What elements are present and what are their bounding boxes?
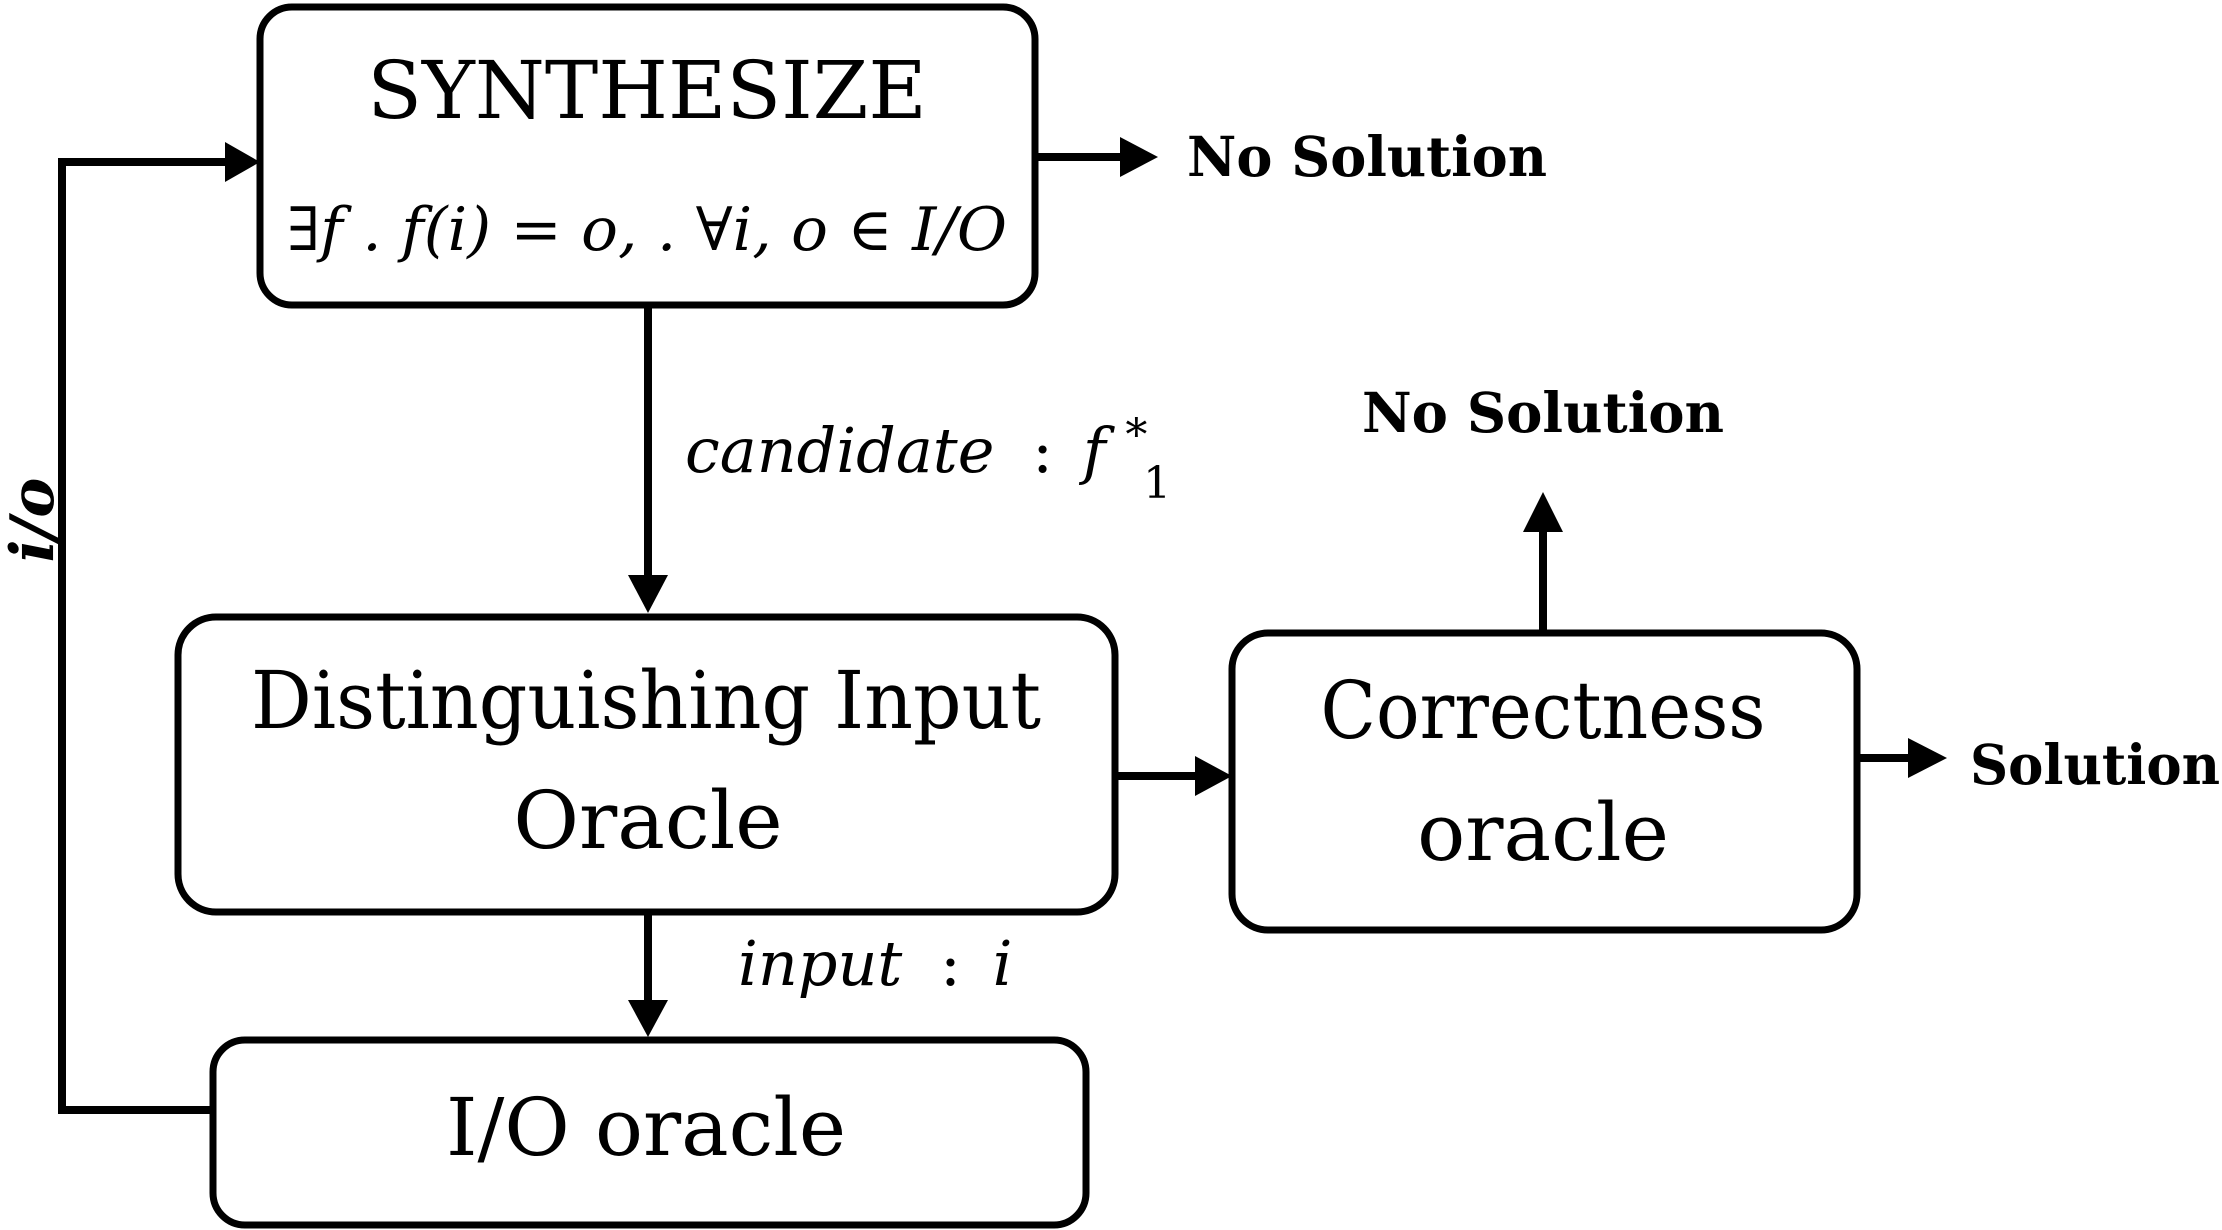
- candidate-label-text: candidate: [685, 414, 994, 487]
- synthesize-title: SYNTHESIZE: [367, 44, 927, 137]
- io-oracle-title: I/O oracle: [446, 1081, 846, 1174]
- candidate-label-superscript: *: [1125, 410, 1147, 461]
- input-edge-label: input : i: [738, 927, 1012, 1000]
- svg-text:input : i: input : i: [738, 927, 1012, 1000]
- correctness-no-solution-label: No Solution: [1362, 380, 1724, 445]
- solution-label: Solution: [1970, 732, 2220, 797]
- candidate-label-symbol: f: [1079, 414, 1116, 487]
- io-oracle-box: I/O oracle: [209, 1036, 1090, 1229]
- io-feedback-arrowhead: [225, 142, 260, 182]
- connectors: [58, 137, 1947, 1114]
- candidate-edge-label: candidate : f * 1: [685, 392, 1171, 509]
- input-label-symbol: i: [993, 927, 1013, 1000]
- correctness-line1: Correctness: [1321, 664, 1766, 757]
- correctness-line2: oracle: [1417, 786, 1669, 879]
- correctness-solution-arrowhead: [1908, 738, 1947, 778]
- distinguishing-line2: Oracle: [513, 774, 782, 867]
- synthesize-formula: ∃f . f(i) = o, . ∀i, o ∈ I/O: [287, 195, 1007, 265]
- input-label-separator: :: [940, 927, 961, 1000]
- svg-text:candidate : f: candidate : f * 1: [685, 392, 1171, 509]
- correctness-oracle-box: Correctness oracle: [1228, 629, 1861, 934]
- candidate-label-separator: :: [1032, 414, 1053, 487]
- io-feedback-edge: [58, 158, 225, 1114]
- correctness-no-solution-arrowhead: [1523, 492, 1563, 532]
- feedback-edge-label: i/o: [0, 478, 68, 563]
- synthesize-box: SYNTHESIZE ∃f . f(i) = o, . ∀i, o ∈ I/O: [256, 3, 1039, 309]
- distinguishing-line1: Distinguishing Input: [251, 654, 1041, 747]
- synthesize-no-solution-label: No Solution: [1187, 124, 1547, 189]
- synth-no-solution-arrowhead: [1120, 137, 1158, 177]
- input-label-text: input: [738, 927, 902, 1000]
- synth-to-distinguishing-arrowhead: [628, 575, 668, 613]
- distinguishing-to-correctness-arrowhead: [1195, 756, 1232, 796]
- candidate-label-subscript: 1: [1143, 458, 1171, 509]
- distinguishing-to-io-arrowhead: [628, 1000, 668, 1037]
- distinguishing-input-oracle-box: Distinguishing Input Oracle: [174, 613, 1119, 916]
